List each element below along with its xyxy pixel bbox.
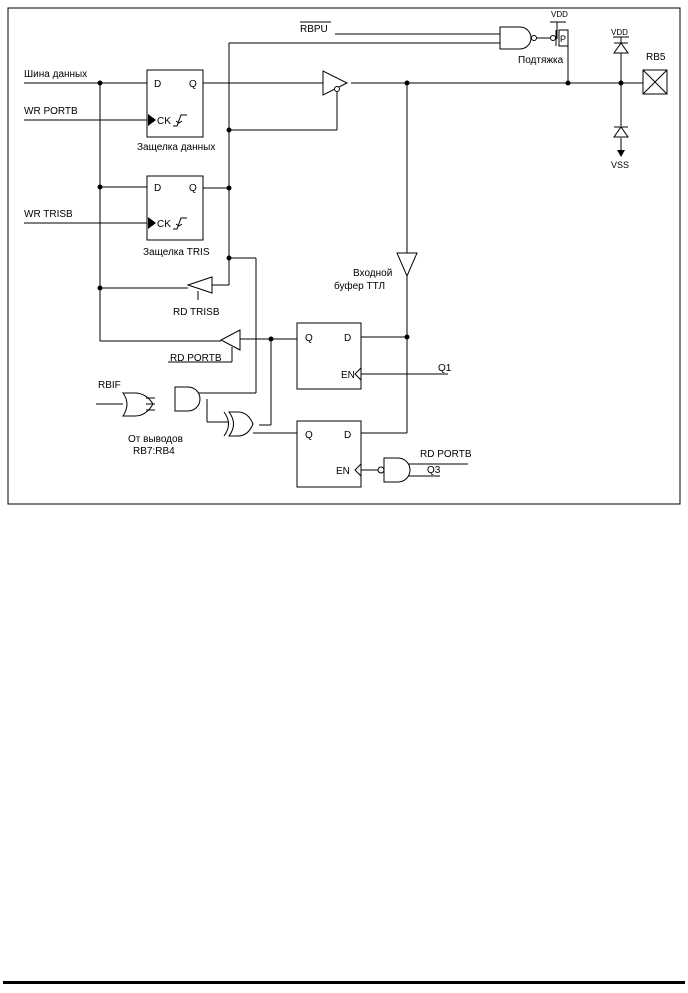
data-latch: D Q CK Защелка данных bbox=[137, 69, 215, 153]
tris-latch-ck-pin: CK bbox=[157, 219, 171, 230]
pullup-label: Подтяжка bbox=[518, 55, 564, 66]
rd-portb-and-label: RD PORTB bbox=[420, 449, 472, 460]
wr-trisb-label: WR TRISB bbox=[24, 209, 73, 220]
upper-latch: Q D EN Q1 bbox=[296, 322, 452, 390]
input-signal-labels: Шина данных WR PORTB WR TRISB bbox=[24, 69, 87, 220]
rd-portb-buffer: RD PORTB bbox=[170, 329, 241, 364]
junction-dots bbox=[97, 80, 624, 342]
upper-latch-en-pin: EN bbox=[341, 370, 355, 381]
tris-latch-clock-triangle bbox=[148, 217, 156, 229]
lower-latch-en-pin: EN bbox=[336, 466, 350, 477]
rd-portb-buffer-label: RD PORTB bbox=[170, 353, 222, 364]
data-latch-ck-pin: CK bbox=[157, 116, 171, 127]
output-buffer bbox=[322, 70, 349, 96]
lower-diode bbox=[613, 126, 629, 138]
data-latch-edge-symbol bbox=[173, 114, 187, 127]
xor-gate bbox=[228, 411, 254, 437]
ttl-input-buffer: Входной буфер ТТЛ bbox=[334, 252, 418, 292]
pin-protection: VDD VSS RB5 bbox=[611, 28, 668, 170]
rbpu-section: RBPU P VDD Подтяжка bbox=[300, 10, 569, 66]
nand-gate bbox=[499, 26, 532, 50]
q3-label: Q3 bbox=[427, 465, 441, 476]
vdd-main-label: VDD bbox=[551, 10, 568, 19]
and-gate-rbif bbox=[174, 386, 201, 412]
tris-latch-label: Защелка TRIS bbox=[143, 247, 210, 258]
wr-portb-label: WR PORTB bbox=[24, 106, 78, 117]
vss-label: VSS bbox=[611, 160, 629, 170]
upper-diode bbox=[613, 42, 629, 54]
lower-latch-q-pin: Q bbox=[305, 430, 313, 441]
data-latch-q-pin: Q bbox=[189, 79, 197, 90]
pins-prefix-label: От выводов bbox=[128, 434, 183, 445]
vss-arrow bbox=[617, 150, 625, 157]
pmos-body bbox=[558, 29, 569, 47]
tris-latch-d-pin: D bbox=[154, 183, 161, 194]
tris-latch-q-pin: Q bbox=[189, 183, 197, 194]
rb5-label: RB5 bbox=[646, 52, 666, 63]
lower-latch: Q D EN bbox=[296, 420, 362, 488]
ttl-buffer-label-line2: буфер ТТЛ bbox=[334, 280, 385, 292]
ttl-buffer-label-line1: Входной bbox=[353, 268, 392, 279]
or-gate bbox=[122, 392, 154, 417]
q1-label: Q1 bbox=[438, 363, 452, 374]
rbpu-label: RBPU bbox=[300, 24, 328, 35]
wires bbox=[24, 22, 643, 477]
data-latch-clock-triangle bbox=[148, 114, 156, 126]
rbif-logic: RBIF От выводов RB7:RB4 bbox=[98, 380, 254, 457]
diagram-frame bbox=[7, 7, 681, 505]
upper-latch-en-triangle bbox=[354, 366, 362, 382]
rd-trisb-label: RD TRISB bbox=[173, 307, 220, 318]
rbif-label: RBIF bbox=[98, 380, 121, 391]
rd-trisb-buffer: RD TRISB bbox=[173, 276, 220, 318]
and-gate-rd-portb: RD PORTB Q3 bbox=[377, 449, 472, 483]
pins-label: RB7:RB4 bbox=[133, 446, 175, 457]
page-footer-rule bbox=[3, 981, 685, 984]
data-latch-d-pin: D bbox=[154, 79, 161, 90]
upper-latch-q-pin: Q bbox=[305, 333, 313, 344]
tris-latch: D Q CK Защелка TRIS bbox=[143, 175, 210, 258]
vdd-diode-label: VDD bbox=[611, 28, 628, 37]
upper-latch-d-pin: D bbox=[344, 333, 351, 344]
lower-latch-en-triangle bbox=[354, 462, 362, 478]
tris-latch-edge-symbol bbox=[173, 217, 187, 230]
pmos-p-label: P bbox=[560, 34, 566, 44]
lower-latch-d-pin: D bbox=[344, 430, 351, 441]
data-latch-label: Защелка данных bbox=[137, 142, 215, 153]
data-bus-label: Шина данных bbox=[24, 69, 87, 80]
nand-output-bubble bbox=[531, 35, 537, 41]
